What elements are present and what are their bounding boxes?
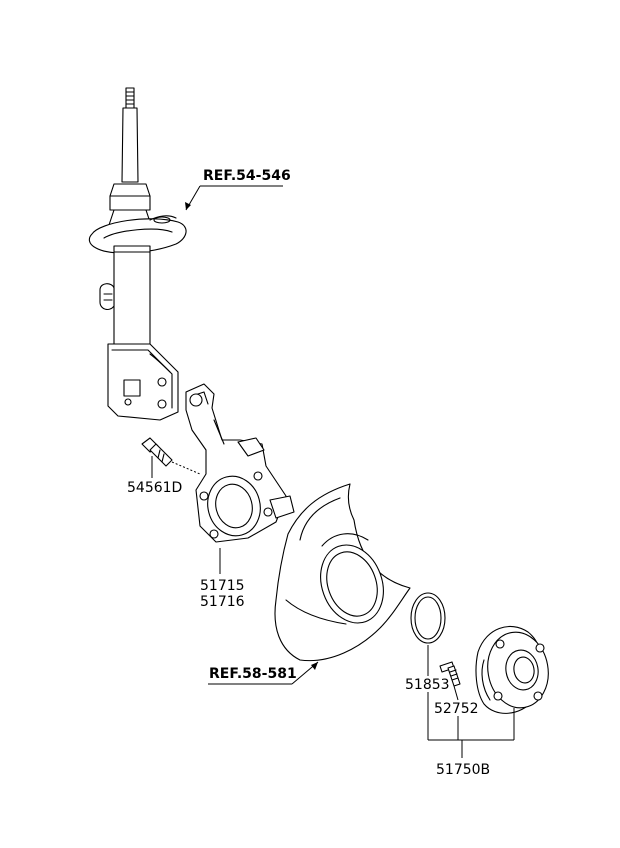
- part-51715-label[interactable]: 51715: [200, 578, 245, 594]
- wheel-hub-assembly: [475, 625, 549, 714]
- bolt-54561D: [141, 437, 201, 475]
- part-51853-label[interactable]: 51853: [405, 677, 450, 693]
- part-51750B-label[interactable]: 51750B: [436, 762, 491, 778]
- ref-54-546-label[interactable]: REF.54-546: [203, 168, 291, 184]
- snap-ring-51853: [410, 592, 446, 644]
- part-51716-label[interactable]: 51716: [200, 594, 245, 610]
- ref-58-581-label[interactable]: REF.58-581: [209, 666, 297, 682]
- ref-58-581-arrow: [311, 662, 318, 670]
- ref-54-546-arrow: [185, 202, 191, 210]
- 51750B-bracket: [427, 645, 515, 758]
- hub-bolt-52752: [439, 661, 461, 687]
- 52752-leader: [453, 685, 459, 701]
- steering-knuckle: [185, 383, 295, 543]
- dust-cover: [274, 483, 411, 662]
- part-52752-label[interactable]: 52752: [434, 701, 479, 717]
- part-54561D-label[interactable]: 54561D: [127, 480, 183, 496]
- strut-assembly: [88, 87, 187, 421]
